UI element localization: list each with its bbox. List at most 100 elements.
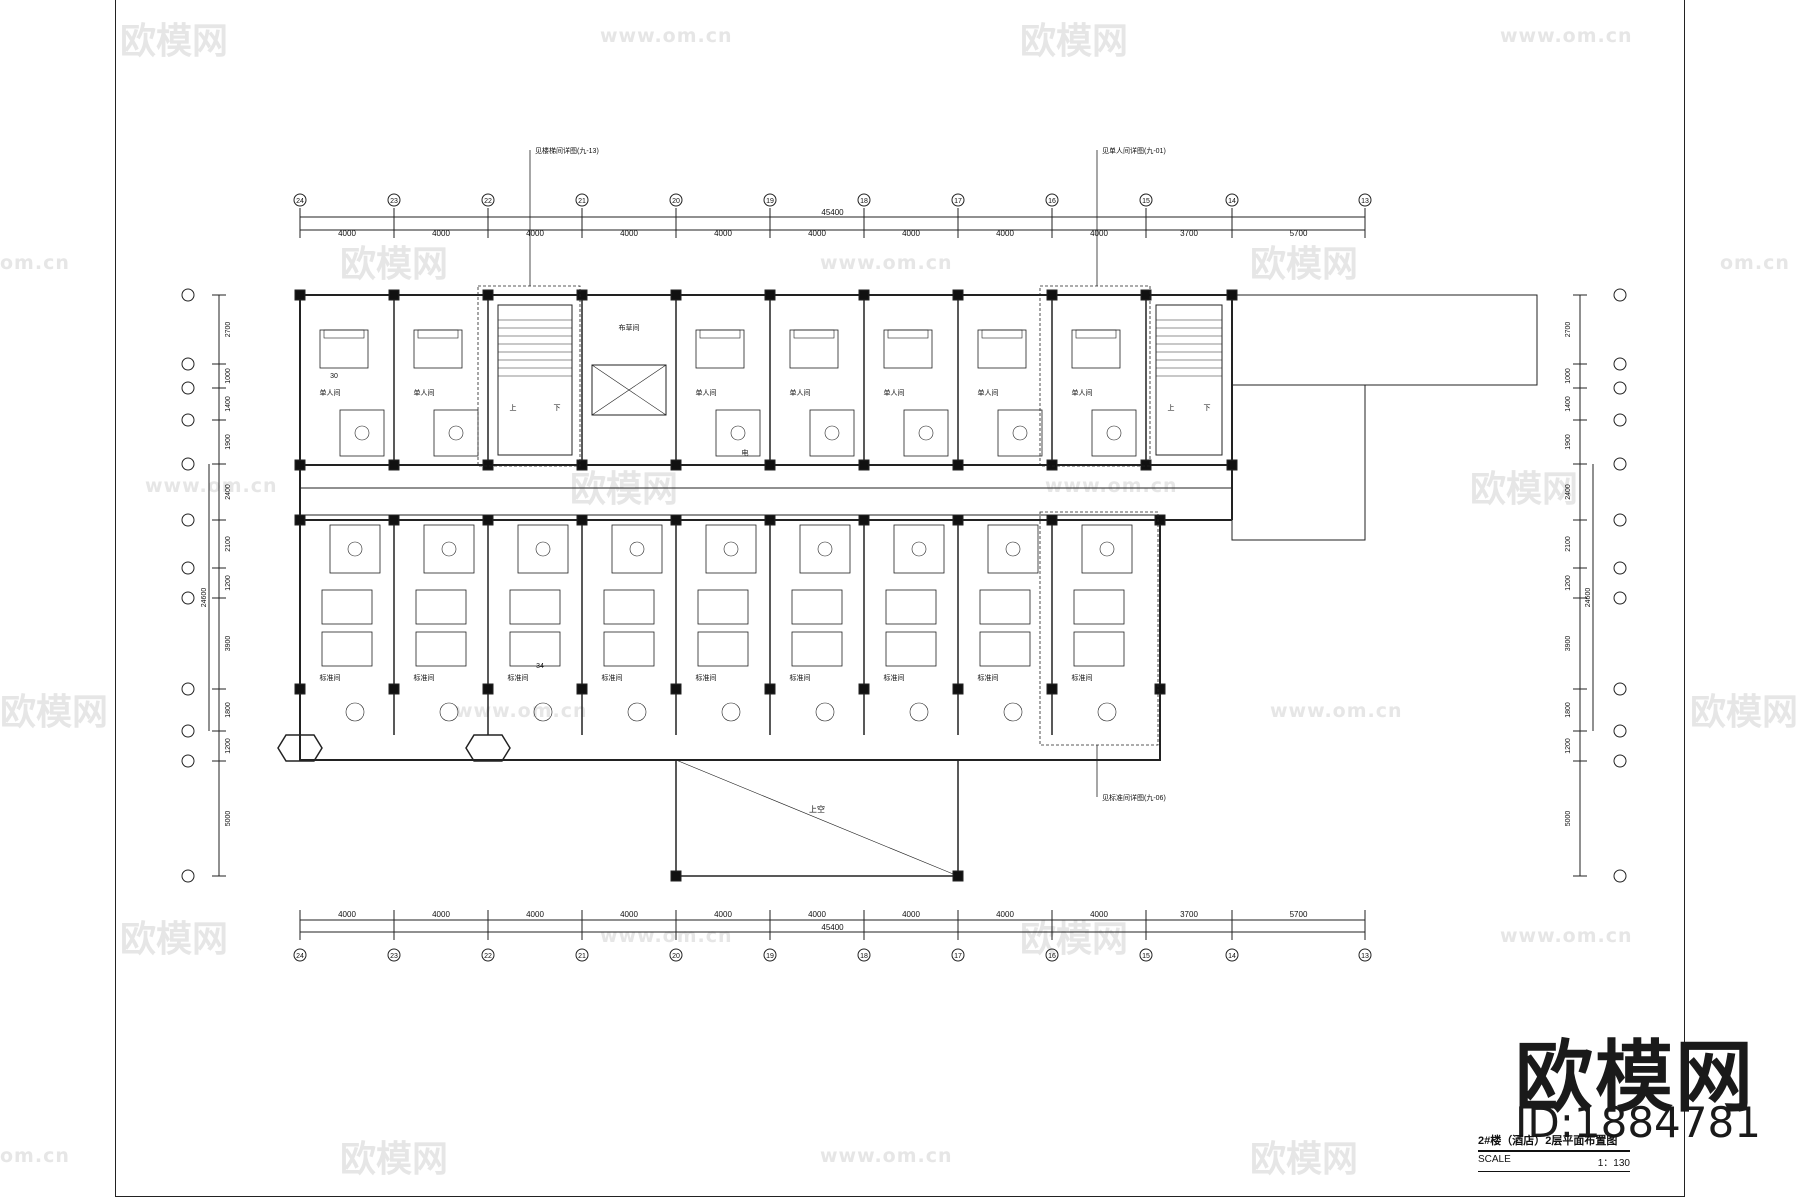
stair-detail-box xyxy=(477,285,581,467)
left-dim-value: 2100 xyxy=(225,536,232,552)
axis-bubble-bottom xyxy=(575,948,589,962)
axis-bubble-left xyxy=(181,724,195,738)
elevator-shaft xyxy=(591,364,667,416)
void-diagonal xyxy=(675,759,959,877)
bathroom xyxy=(705,524,757,574)
toilet xyxy=(629,541,645,557)
axis-bubble-bottom xyxy=(1139,948,1153,962)
axis-bubble-left xyxy=(181,869,195,883)
standard-room-label: 标准间 xyxy=(508,673,529,682)
axis-label-bottom: 20 xyxy=(672,953,680,960)
axis-label-bottom: 16 xyxy=(1048,953,1056,960)
column xyxy=(952,683,964,695)
bed xyxy=(791,589,843,625)
axis-bubble-right xyxy=(1613,381,1627,395)
axis-label-bottom: 13 xyxy=(1361,953,1369,960)
right-dim-value: 2400 xyxy=(1565,484,1572,500)
axis-bubble-bottom xyxy=(669,948,683,962)
bed-pillow xyxy=(981,329,1023,339)
top-dim-value: 4000 xyxy=(714,229,732,238)
right-total-value: 24600 xyxy=(1585,588,1592,608)
column xyxy=(764,459,776,471)
entrance-ramp xyxy=(1231,384,1366,541)
right-dim-value: 2100 xyxy=(1565,536,1572,552)
bed xyxy=(885,589,937,625)
bed xyxy=(603,589,655,625)
column xyxy=(952,870,964,882)
standard-room-label: 标准间 xyxy=(978,673,999,682)
column xyxy=(1140,459,1152,471)
axis-label-top: 18 xyxy=(860,198,868,205)
axis-bubble-top xyxy=(481,193,495,207)
stair-well xyxy=(1155,304,1223,456)
bed xyxy=(603,631,655,667)
axis-bubble-left xyxy=(181,357,195,371)
axis-bubble-top xyxy=(575,193,589,207)
toilet xyxy=(1005,541,1021,557)
bed-pillow xyxy=(887,329,929,339)
axis-bubble-right xyxy=(1613,682,1627,696)
axis-label-bottom: 19 xyxy=(766,953,774,960)
bathroom xyxy=(423,524,475,574)
column xyxy=(952,514,964,526)
axis-bubble-bottom xyxy=(293,948,307,962)
stair-up-label: 上 xyxy=(510,403,517,412)
axis-bubble-right xyxy=(1613,413,1627,427)
axis-bubble-left xyxy=(181,513,195,527)
column xyxy=(1140,289,1152,301)
bottom-dim-value: 4000 xyxy=(902,910,920,919)
room-number-30: 30 xyxy=(330,373,338,380)
stair-down-label: 下 xyxy=(554,404,561,412)
right-dim-value: 1000 xyxy=(1565,368,1572,384)
bed xyxy=(979,631,1031,667)
single-room-label: 单人间 xyxy=(320,388,341,397)
column xyxy=(294,459,306,471)
axis-bubble-right xyxy=(1613,869,1627,883)
bathroom xyxy=(893,524,945,574)
corner-bay-west xyxy=(277,734,323,762)
axis-label-top: 20 xyxy=(672,198,680,205)
column xyxy=(482,459,494,471)
axis-label-top: 19 xyxy=(766,198,774,205)
top-dim-value: 5700 xyxy=(1290,229,1308,238)
column xyxy=(388,289,400,301)
axis-label-bottom: 24 xyxy=(296,953,304,960)
column xyxy=(576,683,588,695)
top-dim-value: 4000 xyxy=(338,229,356,238)
axis-label-bottom: 15 xyxy=(1142,953,1150,960)
axis-bubble-right xyxy=(1613,357,1627,371)
bed xyxy=(1073,589,1125,625)
bathroom xyxy=(987,524,1039,574)
bed xyxy=(319,329,369,369)
axis-bubble-left xyxy=(181,591,195,605)
column xyxy=(294,683,306,695)
single-detail-callout: 见单人间详图(九-01) xyxy=(1102,146,1166,155)
bathroom xyxy=(433,409,479,457)
column xyxy=(858,683,870,695)
bathroom xyxy=(517,524,569,574)
left-dim-value: 2700 xyxy=(225,322,232,338)
axis-label-bottom: 18 xyxy=(860,953,868,960)
single-room-label: 单人间 xyxy=(414,388,435,397)
bathroom xyxy=(903,409,949,457)
single-room-label: 单人间 xyxy=(1072,388,1093,397)
column xyxy=(482,514,494,526)
stair-detail-callout: 见楼梯间详图(九-13) xyxy=(535,146,599,155)
bottom-dim-value: 3700 xyxy=(1180,910,1198,919)
bed xyxy=(791,631,843,667)
column xyxy=(388,459,400,471)
bathroom xyxy=(799,524,851,574)
bed xyxy=(695,329,745,369)
left-dim-value: 5000 xyxy=(225,811,232,827)
toilet xyxy=(441,541,457,557)
table xyxy=(345,702,365,722)
axis-bubble-bottom xyxy=(1045,948,1059,962)
toilet xyxy=(730,425,746,441)
axis-bubble-top xyxy=(763,193,777,207)
bathroom xyxy=(1091,409,1137,457)
single-room-label: 单人间 xyxy=(790,388,811,397)
table xyxy=(1003,702,1023,722)
bed-pillow xyxy=(1075,329,1117,339)
bathroom xyxy=(997,409,1043,457)
standard-room-label: 标准间 xyxy=(602,673,623,682)
